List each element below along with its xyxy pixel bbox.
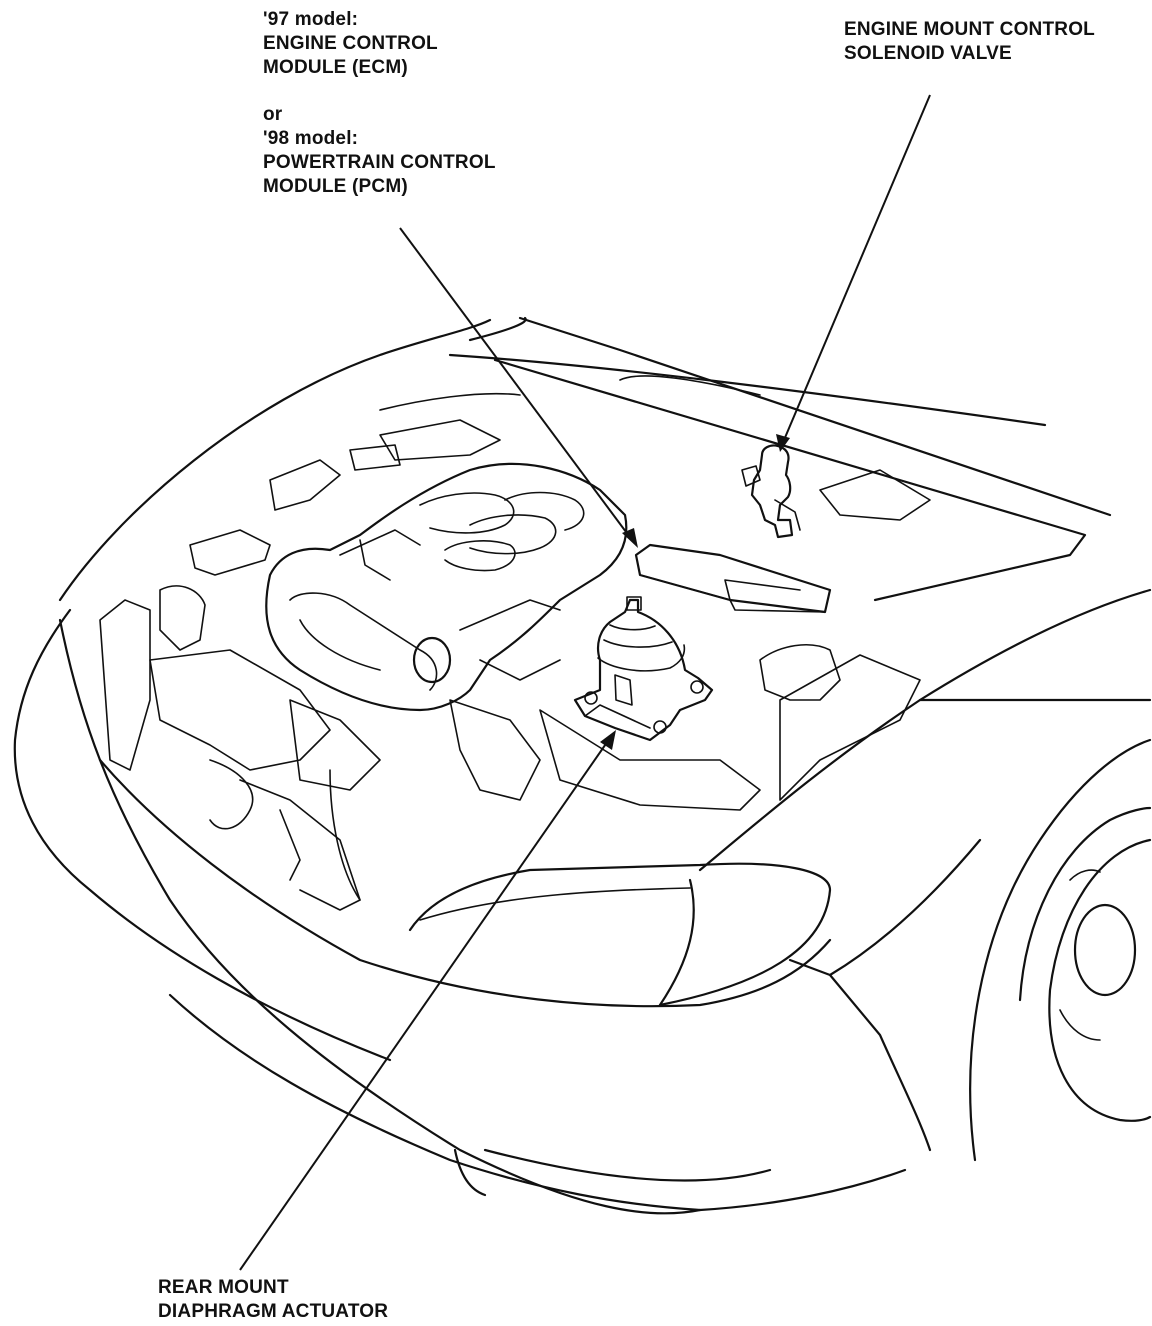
solenoid-name-line1: ENGINE MOUNT CONTROL (844, 19, 1095, 40)
ecm-pcm-module (634, 543, 832, 614)
leader-lines (239, 94, 931, 1271)
solenoid-valve-part (741, 444, 801, 539)
rear-mount-label: REAR MOUNT DIAPHRAGM ACTUATOR (158, 1276, 388, 1324)
ecm-model-year: '97 model: (263, 9, 359, 30)
engine-assembly (265, 462, 628, 712)
rear-mount-actuator-part (573, 596, 714, 742)
car-body-outline (13, 316, 1152, 1215)
rear-mount-name-line2: DIAPHRAGM ACTUATOR (158, 1301, 389, 1322)
pcm-name-line2: MODULE (PCM) (263, 176, 408, 197)
solenoid-leader-line (783, 94, 931, 441)
rear-mount-name-line1: REAR MOUNT (158, 1277, 289, 1298)
solenoid-name-line2: SOLENOID VALVE (844, 43, 1012, 64)
ecm-name-line1: ENGINE CONTROL (263, 33, 438, 54)
pcm-name-line1: POWERTRAIN CONTROL (263, 152, 496, 173)
ecm-pcm-label: '97 model: ENGINE CONTROL MODULE (ECM) o… (263, 8, 496, 199)
solenoid-valve-label: ENGINE MOUNT CONTROL SOLENOID VALVE (844, 18, 1095, 66)
ecm-or: or (263, 104, 283, 125)
ecm-name-line2: MODULE (ECM) (263, 57, 408, 78)
rear-mount-leader-arrow (600, 730, 616, 750)
engine-bay-details (99, 375, 931, 911)
solenoid-leader-arrow (776, 434, 790, 452)
pcm-model-year: '98 model: (263, 128, 359, 149)
ecm-pcm-leader-arrow (622, 528, 638, 548)
rear-mount-leader-line (239, 737, 611, 1271)
ecm-pcm-leader-line (399, 227, 633, 541)
